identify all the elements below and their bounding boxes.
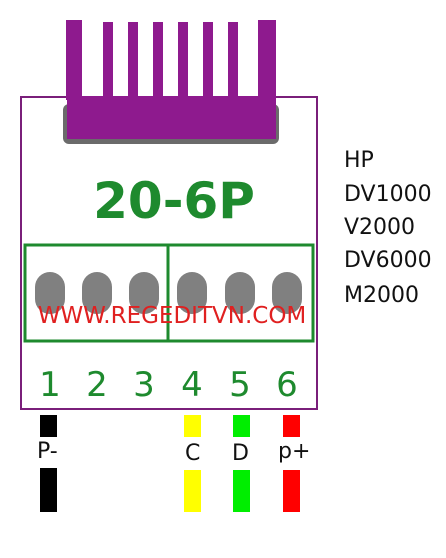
housing-prong [128,22,138,100]
pin-contact [35,272,65,314]
wire-d-bottom [233,470,250,512]
pin-contacts [35,272,302,314]
wire-pplus-top [283,415,300,437]
connector-label: 20-6P [93,172,255,230]
housing-prong [228,22,238,100]
wire-pplus-bottom [283,470,300,512]
pin-contact [272,272,302,314]
watermark-text: WWW.REGEDITVN.COM [38,303,307,329]
wire-label-d: D [232,441,249,466]
wire-pminus-top [40,415,57,437]
pin-number: 2 [86,365,108,405]
model-dv1000: DV1000 [344,182,432,207]
wire-pminus-bottom [40,468,57,512]
wire-d-top [233,415,250,437]
housing-prong [258,20,276,100]
housing-base [67,96,276,139]
pin-number: 6 [276,365,298,405]
model-v2000: V2000 [344,215,416,240]
model-hp: HP [344,148,374,173]
housing-prong [203,22,213,100]
pin-number: 4 [181,365,203,405]
model-dv6000: DV6000 [344,248,432,273]
wire-label-c: C [185,441,201,466]
pin-number: 3 [133,365,155,405]
wire-label-pplus: p+ [278,439,311,464]
housing-prongs [66,20,276,100]
housing-prong [66,20,82,100]
pin-group-right [166,243,315,343]
housing-prong [103,22,113,100]
wire-c-top [184,415,201,437]
pin-number: 1 [39,365,61,405]
pin-contact [225,272,255,314]
pin-contact [82,272,112,314]
pin-contact [129,272,159,314]
wire-label-pminus: P- [37,439,58,464]
model-m2000: M2000 [344,283,419,308]
housing-prong [178,22,188,100]
pin-number: 5 [229,365,251,405]
wire-c-bottom [184,470,201,512]
pin-contact [177,272,207,314]
housing-prong [153,22,163,100]
